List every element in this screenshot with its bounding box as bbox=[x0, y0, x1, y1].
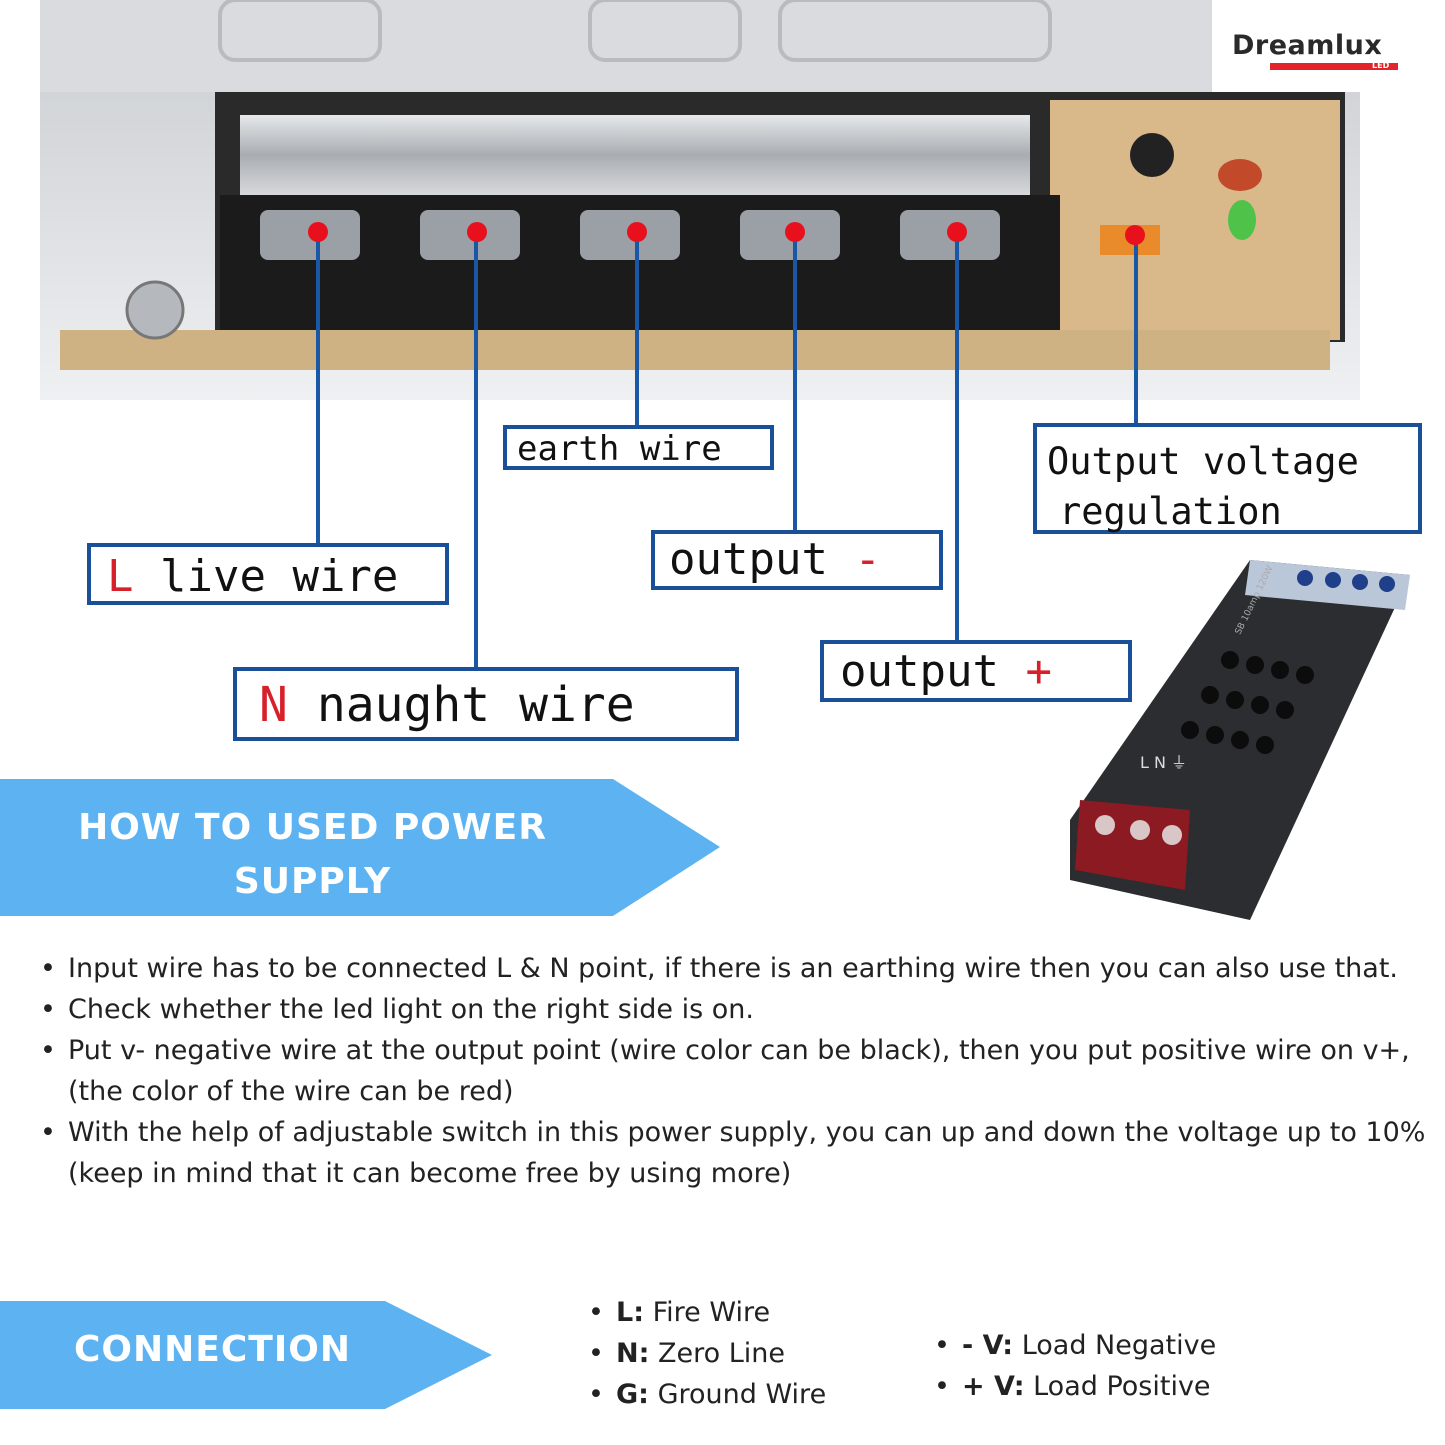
how-to-title-line1: HOW TO USED POWER bbox=[78, 807, 547, 848]
output-plus-terminal-dot bbox=[947, 222, 967, 242]
connection-item: N: Zero Line bbox=[588, 1333, 826, 1374]
output-minus-terminal-dot bbox=[785, 222, 805, 242]
how-to-title: HOW TO USED POWER SUPPLY bbox=[0, 801, 625, 909]
connection-item: + V: Load Positive bbox=[934, 1366, 1216, 1407]
naught-text: naught wire bbox=[316, 677, 635, 733]
earth-leader-line bbox=[635, 232, 639, 426]
instruction-item: Input wire has to be connected L & N poi… bbox=[40, 948, 1430, 989]
live-text: live wire bbox=[160, 551, 399, 602]
connection-banner: CONNECTION bbox=[0, 1301, 492, 1409]
output-minus-leader-line bbox=[793, 232, 797, 532]
regulation-line2: regulation bbox=[1059, 490, 1282, 533]
power-supply-photo bbox=[40, 0, 1360, 400]
brand-logo: Dreamlux LED bbox=[1212, 0, 1417, 92]
connection-item: G: Ground Wire bbox=[588, 1374, 826, 1415]
how-to-instructions: Input wire has to be connected L & N poi… bbox=[40, 948, 1430, 1194]
earth-text: earth wire bbox=[517, 429, 722, 469]
instruction-item: Put v- negative wire at the output point… bbox=[40, 1030, 1430, 1112]
label-output-voltage-regulation: Output voltage regulation bbox=[1033, 423, 1422, 534]
connection-list-input: L: Fire Wire N: Zero Line G: Ground Wire bbox=[588, 1292, 826, 1415]
live-letter: L bbox=[107, 551, 134, 602]
label-output-plus: output + bbox=[820, 640, 1132, 702]
logo-bar bbox=[1270, 63, 1398, 70]
naught-terminal-dot bbox=[467, 222, 487, 242]
regulation-line1: Output voltage bbox=[1047, 440, 1359, 483]
label-output-minus: output - bbox=[651, 530, 943, 590]
logo-wordmark: Dreamlux bbox=[1232, 30, 1383, 61]
instruction-item: Check whether the led light on the right… bbox=[40, 989, 1430, 1030]
output-plus-text: output bbox=[840, 646, 999, 697]
instruction-item: With the help of adjustable switch in th… bbox=[40, 1112, 1430, 1194]
live-terminal-dot bbox=[308, 222, 328, 242]
connection-item: L: Fire Wire bbox=[588, 1292, 826, 1333]
output-minus-sign: - bbox=[854, 534, 881, 585]
output-plus-sign: + bbox=[1025, 646, 1052, 697]
connection-list-output: - V: Load Negative + V: Load Positive bbox=[934, 1325, 1216, 1407]
connection-title: CONNECTION bbox=[74, 1329, 351, 1370]
naught-leader-line bbox=[474, 232, 478, 668]
regulation-pot-dot bbox=[1125, 225, 1145, 245]
live-leader-line bbox=[316, 232, 320, 544]
how-to-title-line2: SUPPLY bbox=[233, 861, 392, 902]
output-minus-text: output bbox=[669, 534, 828, 585]
product-terminal-labels: L N ⏚ bbox=[1140, 753, 1187, 772]
label-naught-wire: N naught wire bbox=[233, 667, 739, 741]
label-live-wire: L live wire bbox=[87, 543, 449, 605]
regulation-leader-line bbox=[1134, 235, 1138, 425]
naught-letter: N bbox=[259, 677, 288, 733]
slim-power-supply-image: SB 10amp 120W L N ⏚ bbox=[1070, 560, 1410, 920]
output-plus-leader-line bbox=[955, 232, 959, 642]
how-to-banner: HOW TO USED POWER SUPPLY bbox=[0, 779, 720, 916]
connection-item: - V: Load Negative bbox=[934, 1325, 1216, 1366]
label-earth-wire: earth wire bbox=[503, 425, 774, 470]
earth-terminal-dot bbox=[627, 222, 647, 242]
logo-sub: LED bbox=[1372, 61, 1390, 70]
